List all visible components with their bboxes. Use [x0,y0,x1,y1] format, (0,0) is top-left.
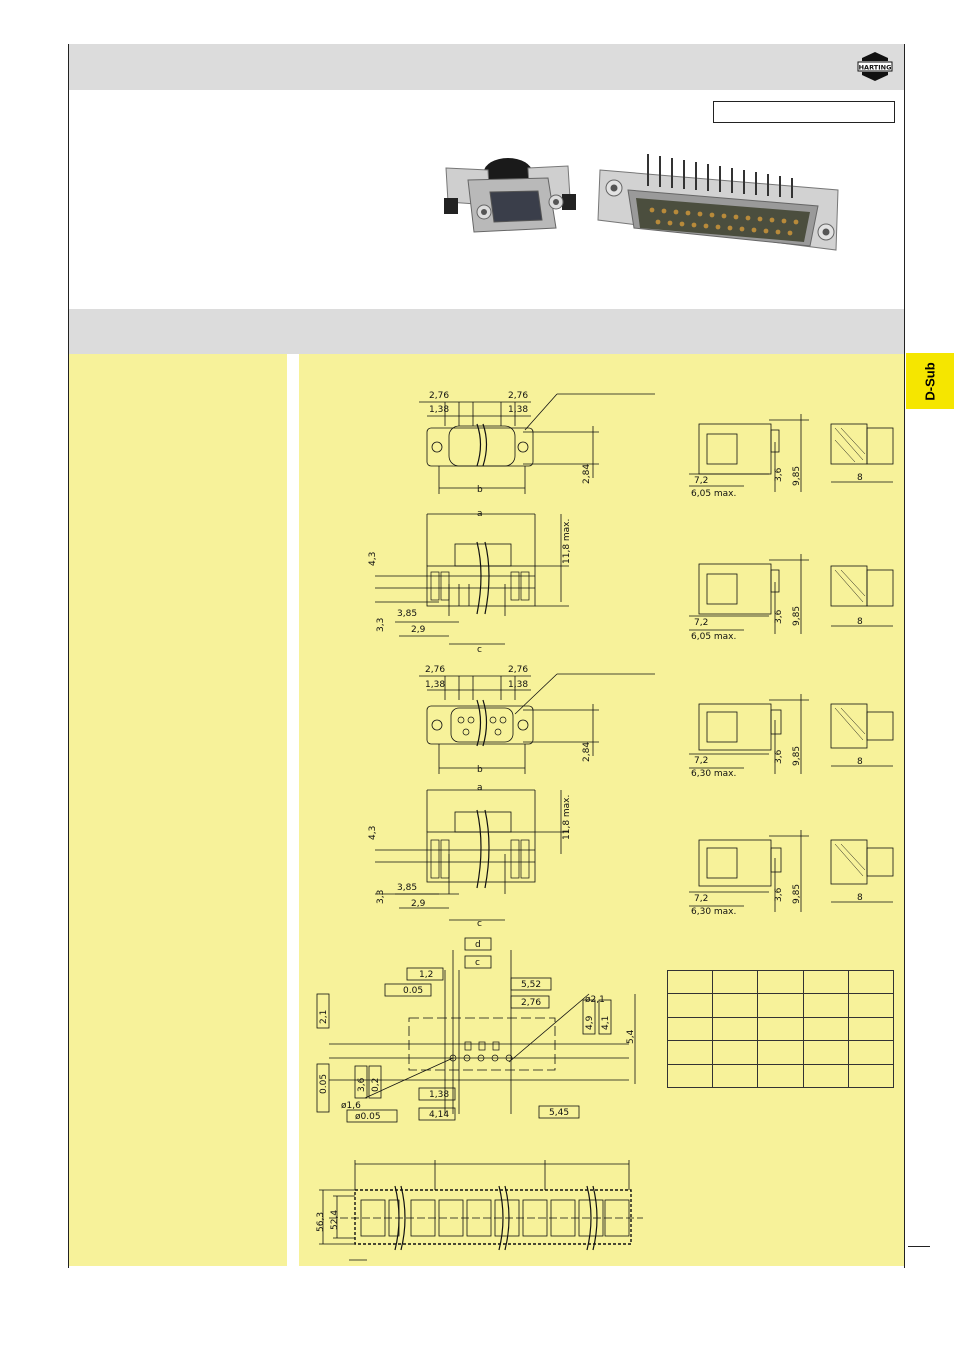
front-view-female: 2,76 2,76 1,38 1,38 b 2,84 [419,665,655,775]
dim-1-38-pcb: 1,38 [429,1090,449,1100]
frame-right-rule [904,44,905,1268]
dim-5-52: 5,52 [521,980,541,990]
technical-drawings: 2,76 2,76 1,38 1,38 b 2,84 [299,354,904,1266]
side-view-female: a 11,8 max. 4,3 3,85 3,3 2,9 c [368,783,572,929]
dim-7-2-3: 7,2 [694,756,708,766]
dim-3-85-b: 3,85 [397,883,417,893]
dim-11-8: 11,8 max. [562,519,572,564]
dim-6-05-2: 6,05 max. [691,632,736,642]
dim-c: c [477,645,482,655]
dim-1-38-left: 1,38 [429,405,449,415]
dim-2-9-b: 2,9 [411,899,426,909]
section-band [69,309,904,354]
dim-c-2: c [477,919,482,929]
dim-4-3: 4,3 [368,552,378,566]
dim-2-76-right-b: 2,76 [508,665,528,675]
dim-phi-2-1: ø2,1 [585,995,605,1005]
dim-56-3: 56,3 [316,1212,326,1232]
front-view-male: 2,76 2,76 1,38 1,38 b 2,84 [419,391,655,495]
dim-c-pcb: c [475,958,480,968]
dim-1-2: 1,2 [419,970,433,980]
dim-1-38-left-b: 1,38 [425,680,445,690]
dim-position-0-05: 0.05 [403,986,423,996]
dim-8-1: 8 [857,473,863,483]
dim-8-3: 8 [857,757,863,767]
profile-view-2: 7,2 6,05 max. 3,6 9,85 8 [689,554,894,642]
frame-left-rule [68,44,69,1268]
dim-2-76-left: 2,76 [429,391,449,401]
dim-position-0-05-v: 0.05 [319,1074,329,1094]
harting-logo-icon: HARTING [856,50,894,84]
d-sub-tab-label: D-Sub [922,361,938,401]
profile-view-3: 7,2 6,30 max. 3,6 9,85 8 [689,694,894,779]
drawing-panel [299,354,904,1266]
dim-d: d [475,940,481,950]
dim-2-9: 2,9 [411,625,426,635]
dim-2-76-pcb: 2,76 [521,998,541,1008]
dim-11-8-b: 11,8 max. [562,795,572,840]
dim-4-14: 4,14 [429,1110,449,1120]
side-view-male: a 11,8 max. 4,3 3,85 3,3 2,9 c [368,509,572,655]
table-row [666,1063,895,1089]
pcb-layout-drawing: d c 1,2 0.05 5,52 2,76 2,1 0.05 3,6 0,2 … [316,937,636,1123]
dim-1-38-right: 1,38 [508,405,528,415]
profile-view-4: 7,2 6,30 max. 3,6 9,85 8 [689,830,894,917]
dim-3-3-b: 3,3 [376,890,386,904]
dim-a: a [477,509,483,519]
header-band [69,44,904,90]
dim-4-1: 4,1 [601,1016,611,1030]
dim-9-85-2: 9,85 [792,606,802,626]
dim-3-85: 3,85 [397,609,417,619]
dimension-table [666,969,895,1089]
dim-2-76-right: 2,76 [508,391,528,401]
dim-6-30-4: 6,30 max. [691,907,736,917]
dim-6-30-3: 6,30 max. [691,769,736,779]
dim-b-2: b [477,765,483,775]
dim-2-84-b: 2,84 [582,742,592,762]
part-number-box [713,101,895,123]
dim-8-4: 8 [857,893,863,903]
left-text-panel [69,354,287,1266]
dim-2-1: 2,1 [319,1010,329,1024]
dim-2-84: 2,84 [582,464,592,484]
table-row [666,1016,895,1042]
table-row [666,993,895,1018]
table-row [666,1040,895,1065]
dim-1-38-right-b: 1,38 [508,680,528,690]
dim-3-6-2: 3,6 [774,609,784,624]
dim-7-2-2: 7,2 [694,618,708,628]
dim-5-4: 5,4 [626,1029,636,1044]
dim-9-85-1: 9,85 [792,466,802,486]
dim-3-3: 3,3 [376,618,386,632]
table-row [666,969,895,995]
dim-phi-0-05: ø0.05 [355,1112,381,1122]
dim-a-2: a [477,783,483,793]
dim-4-3-b: 4,3 [368,826,378,840]
dim-7-2-1: 7,2 [694,476,708,486]
dim-3-6-4: 3,6 [774,887,784,902]
profile-view-1: 7,2 6,05 max. 3,6 9,85 8 [689,414,894,499]
d-sub-tab[interactable]: D-Sub [906,353,954,409]
page-number-rule [908,1246,930,1247]
dim-8-2: 8 [857,617,863,627]
dim-3-6-3: 3,6 [774,749,784,764]
dim-3-6-1: 3,6 [774,467,784,482]
harting-logo-text: HARTING [859,64,892,72]
dim-9-85-3: 9,85 [792,746,802,766]
dim-9-85-4: 9,85 [792,884,802,904]
dim-6-05-1: 6,05 max. [691,489,736,499]
dim-b: b [477,485,483,495]
dim-0-2: 0,2 [371,1078,381,1092]
dim-52-4: 52,4 [330,1210,340,1230]
packaging-tray-drawing: 56,3 52,4 [316,1160,643,1261]
dim-2-76-left-b: 2,76 [425,665,445,675]
connector-photo [438,150,858,275]
dim-7-2-4: 7,2 [694,894,708,904]
dim-3-6-pcb: 3,6 [357,1077,367,1092]
dim-5-45: 5,45 [549,1108,569,1118]
dim-phi-1-6: ø1,6 [341,1101,361,1111]
dim-4-9: 4,9 [585,1015,595,1030]
